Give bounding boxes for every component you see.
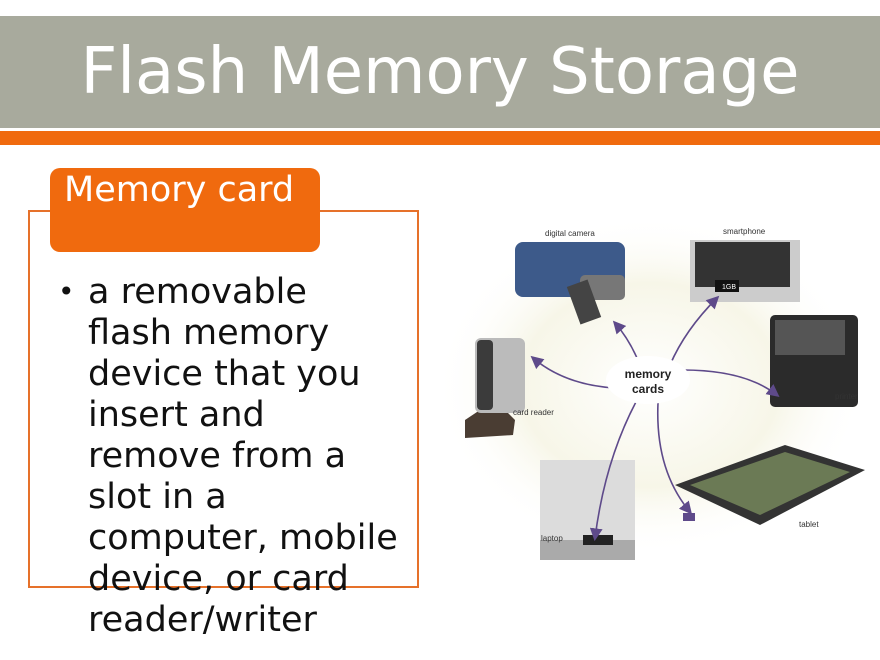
- tablet-image: [675, 445, 865, 525]
- label-laptop: laptop: [541, 534, 563, 543]
- label-tablet: tablet: [799, 520, 819, 529]
- slide-title: Flash Memory Storage: [80, 35, 800, 109]
- printer-image: [770, 315, 858, 407]
- smartphone-card-label: 1GB: [722, 284, 736, 291]
- center-bubble: [606, 356, 690, 404]
- accent-divider: [0, 131, 880, 145]
- bullet-icon: •: [58, 275, 75, 308]
- arrow-to-printer: [682, 369, 780, 397]
- laptop-image: [540, 460, 635, 560]
- card-reader-image: [465, 338, 525, 438]
- title-bar: [0, 16, 880, 128]
- arrow-to-tablet: [656, 402, 693, 515]
- label-card-reader: card reader: [513, 408, 554, 417]
- section-label: Memory card: [64, 170, 295, 210]
- arrow-to-smartphone: [669, 295, 720, 366]
- center-label-line1: memory: [625, 367, 672, 381]
- arrow-to-laptop: [589, 399, 638, 542]
- label-printer: printer: [835, 392, 858, 401]
- smartphone-image: [690, 240, 800, 302]
- section-label-box: [50, 168, 320, 252]
- memory-card-diagram: 1GB memory cards digital camera smartpho…: [445, 220, 865, 560]
- arrow-to-card-reader: [530, 355, 616, 389]
- center-label-line2: cards: [632, 382, 664, 396]
- digital-camera-image: [515, 242, 625, 325]
- label-smartphone: smartphone: [723, 227, 766, 236]
- bullet-text: a removable flash memory device that you…: [88, 272, 398, 640]
- label-digital-camera: digital camera: [545, 229, 595, 238]
